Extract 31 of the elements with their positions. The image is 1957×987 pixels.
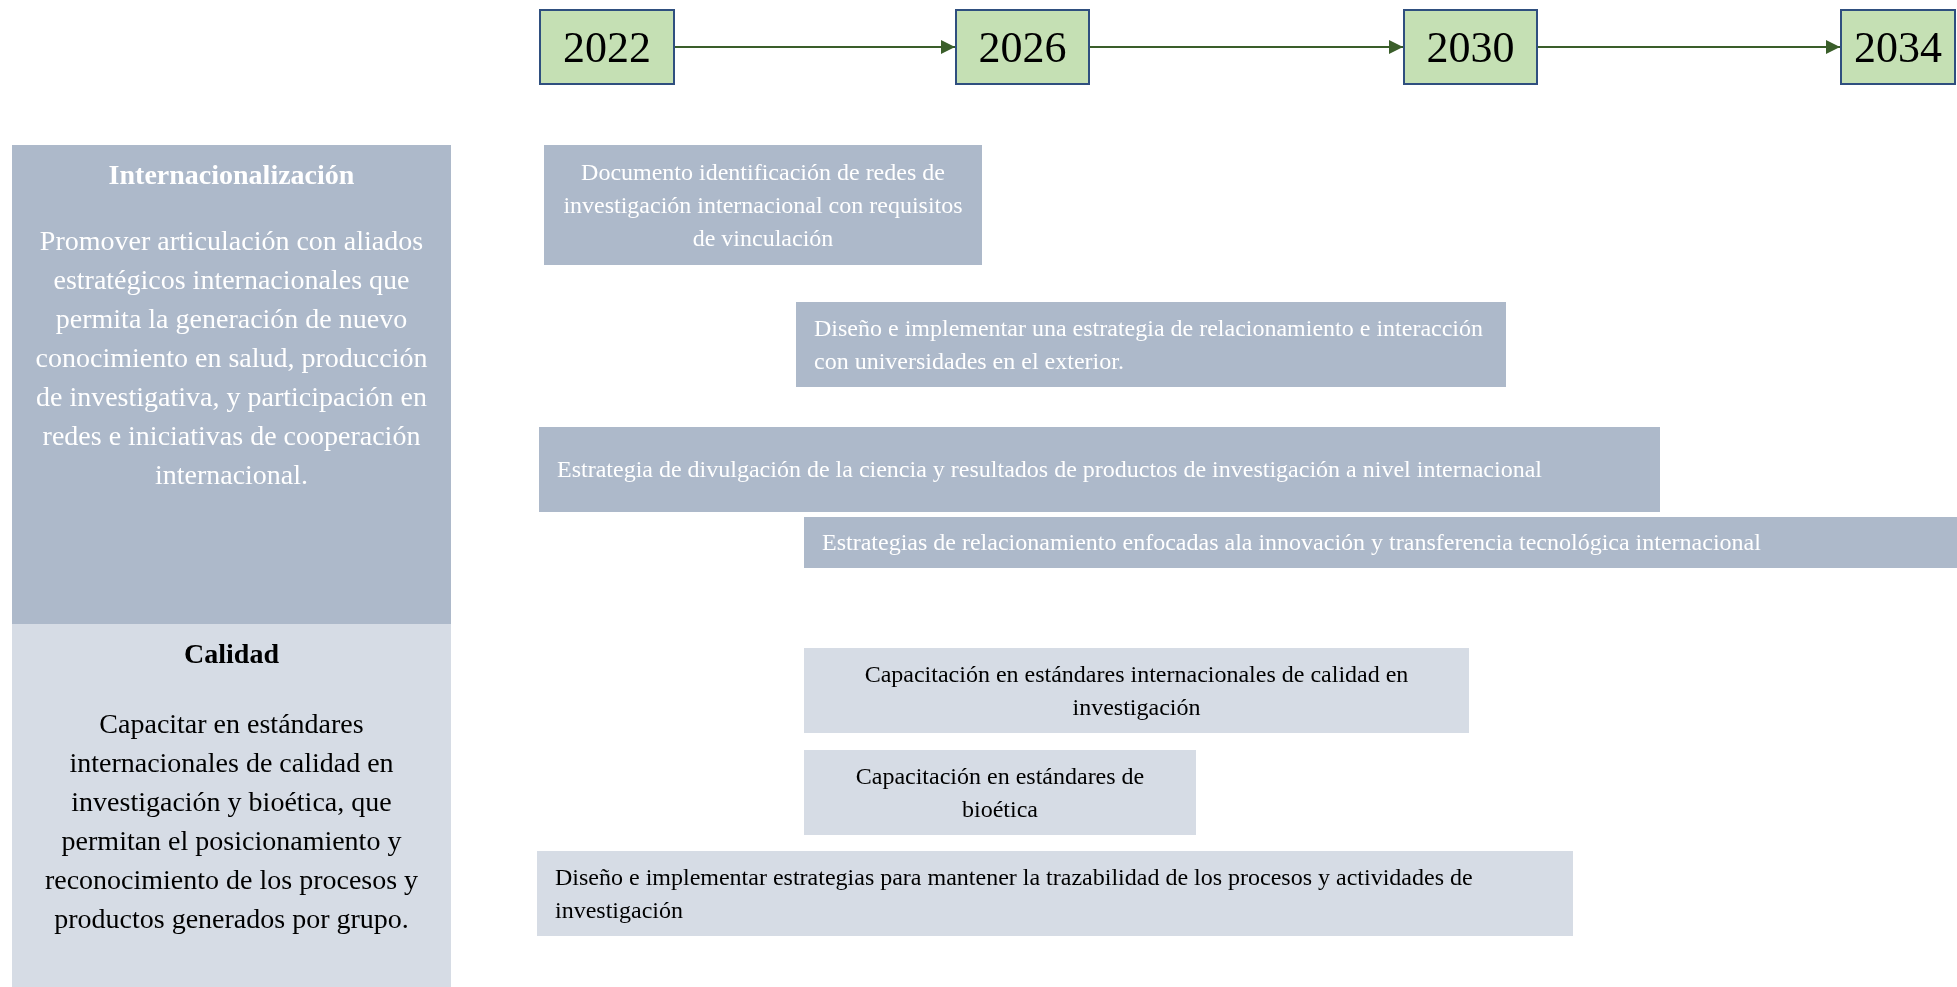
activity-bar <box>804 648 1469 733</box>
year-label: 2034 <box>1854 21 1942 73</box>
activity-bar <box>804 750 1196 835</box>
activity-text: Estrategia de divulgación de la ciencia y resultados de productos de investigación a nivel internacional <box>557 455 1543 484</box>
activity-bar <box>539 427 1660 512</box>
activity-text: Documento identificación de redes de investigación internacional con requisitos de vinculación <box>562 157 964 253</box>
year-box <box>539 9 675 85</box>
year-label: 2026 <box>978 21 1067 73</box>
activity-bar <box>796 302 1506 387</box>
activity-text: Capacitación en estándares de bioética <box>854 761 1146 824</box>
objective-panel <box>12 145 451 624</box>
year-box <box>955 9 1090 85</box>
year-label: 2030 <box>1426 21 1515 73</box>
year-label: 2022 <box>563 21 651 73</box>
panel-heading: Internacionalización <box>107 159 356 191</box>
year-box <box>1403 9 1538 85</box>
objective-panel <box>12 624 451 987</box>
panel-heading: Calidad <box>183 638 280 670</box>
activity-text: Capacitación en estándares internacionales de calidad en investigación <box>863 659 1410 722</box>
arrow <box>1089 40 1404 54</box>
arrow <box>674 40 956 54</box>
activity-text: Diseño e implementar una estrategia de relacionamiento e interacción con universidades en el exterior. <box>814 313 1485 376</box>
activity-bar <box>537 851 1573 936</box>
panel-description: Promover articulación con aliados estratégicos internacionales que permita la generación de nuevo conocimiento en salud, producción de investigativa, y participación en redes e iniciativas de cooperación internacional. <box>34 224 429 492</box>
activity-bar <box>544 145 982 265</box>
activity-text: Estrategias de relacionamiento enfocadas ala innovación y transferencia tecnológica internacional <box>822 528 1762 557</box>
panel-description: Capacitar en estándares internacionales de calidad en investigación y bioética, que permitan el posicionamiento y reconocimiento de los procesos y productos generados por grupo. <box>43 707 420 936</box>
arrow <box>1537 40 1841 54</box>
activity-bar <box>804 517 1957 568</box>
activity-text: Diseño e implementar estrategias para mantener la trazabilidad de los procesos y actividades de investigación <box>555 862 1474 925</box>
year-box <box>1840 9 1956 85</box>
